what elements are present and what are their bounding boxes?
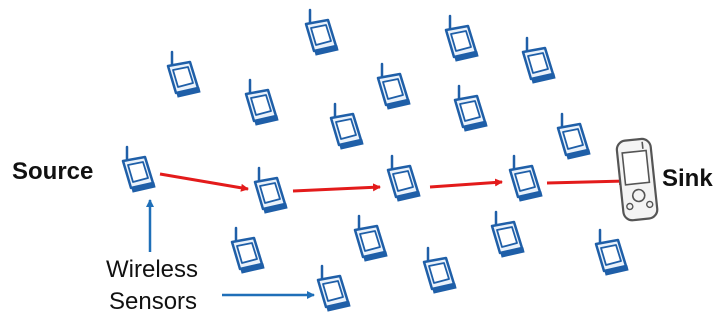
route-arrow [159, 172, 249, 192]
wireless-sensor-icon [521, 36, 556, 84]
wireless-sensor-icon [230, 226, 265, 274]
pda-sink-icon [615, 137, 659, 222]
route-arrow [429, 178, 503, 189]
wireless-sensor-icon [444, 14, 479, 62]
wireless-sensor-icon [316, 264, 351, 312]
wireless-sensor-icon [166, 50, 201, 98]
route-arrow [546, 177, 627, 186]
wireless-sensor-icon [594, 228, 629, 276]
route-arrow [292, 183, 381, 193]
wireless-sensor-icon [376, 62, 411, 110]
wireless-sensors-label-line1: Wireless [106, 256, 199, 283]
source-label: Source [12, 158, 94, 185]
wireless-sensor-icon [329, 102, 364, 150]
sink-device [615, 137, 659, 222]
wireless-sensor-icon [556, 112, 591, 160]
arrow-layer [146, 172, 627, 299]
wireless-sensor-icon [304, 8, 339, 56]
sink-label: Sink [662, 165, 713, 192]
wireless-sensor-icon [422, 246, 457, 294]
source-sensor-icon [121, 145, 156, 193]
wireless-sensor-icon [490, 210, 525, 258]
wireless-sensor-icon [453, 84, 488, 132]
relay-sensor-icon [386, 154, 421, 202]
wireless-sensor-icon [353, 214, 388, 262]
relay-sensor-icon [508, 154, 543, 202]
wireless-sensors-label-line2: Sensors [109, 288, 198, 315]
relay-sensor-icon [253, 166, 288, 214]
wireless-sensor-icon [244, 78, 279, 126]
sensor-field [121, 8, 629, 312]
